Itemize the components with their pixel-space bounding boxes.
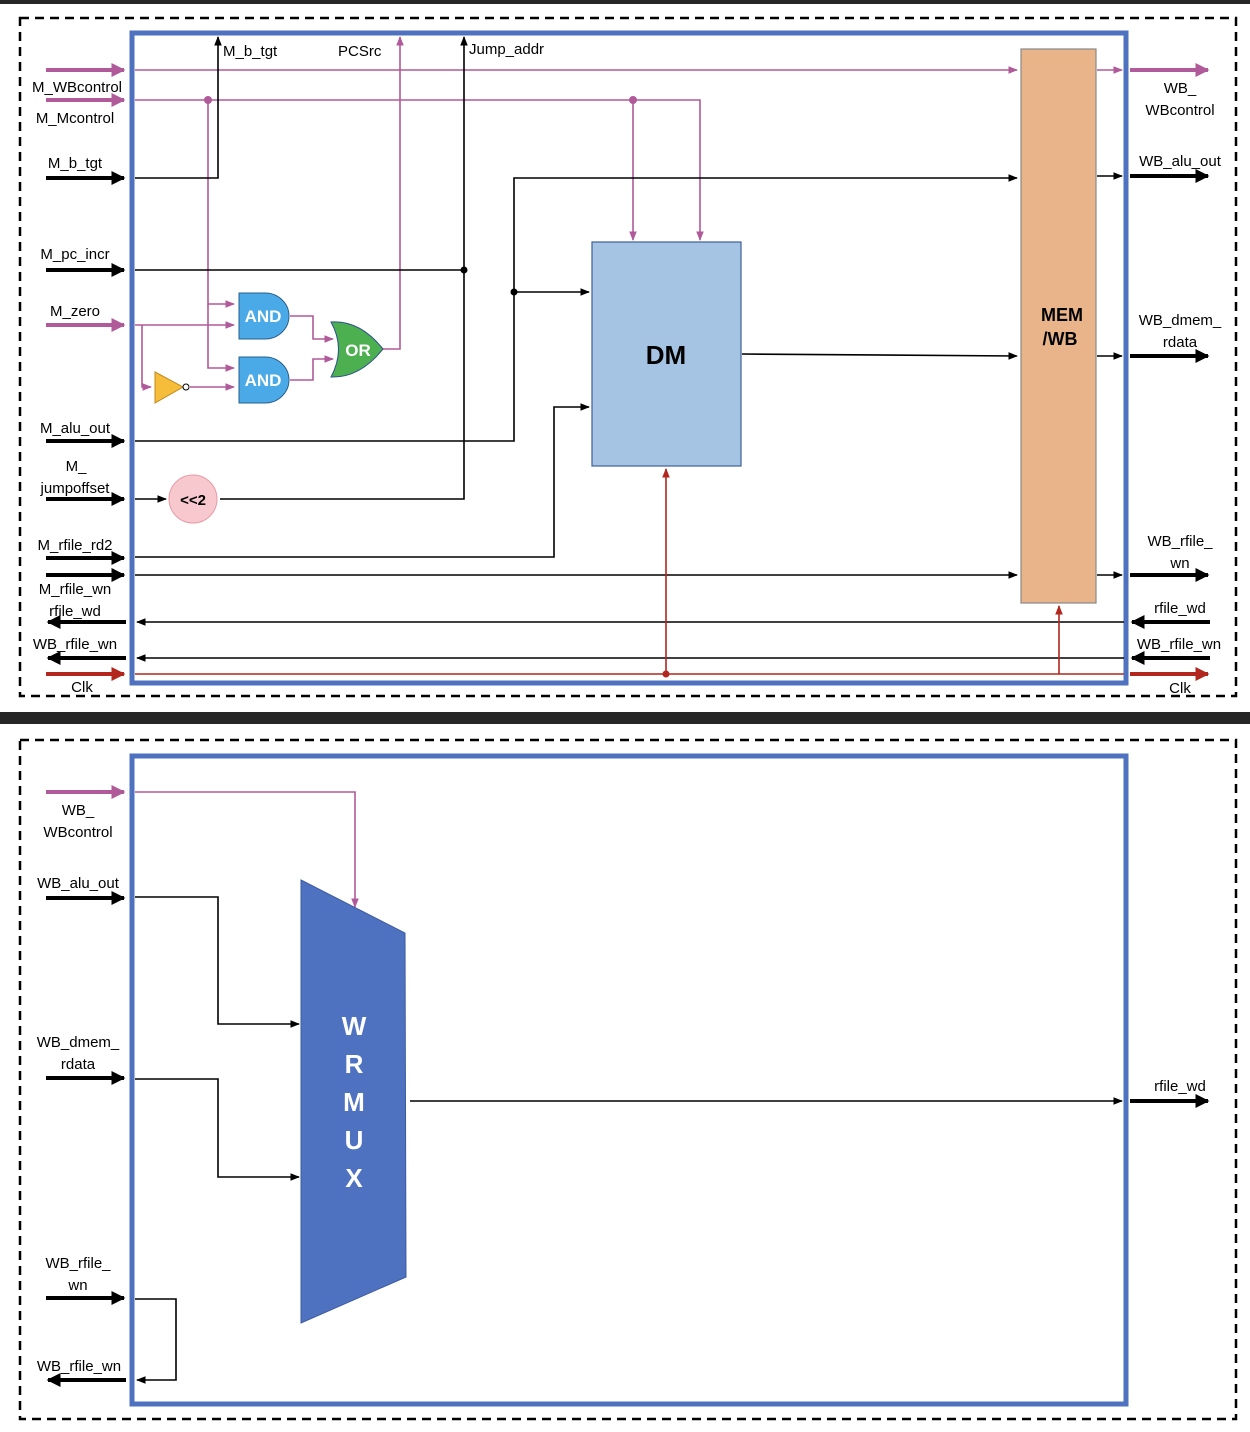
wire-mcontrol-to-and1 [207, 100, 235, 308]
wrmux-letter-u: U [345, 1125, 364, 1155]
label-wb-alu-out-in: WB_alu_out [37, 875, 120, 892]
label-wb-rfile-wn-left: WB_rfile_wn [33, 636, 117, 653]
label-wb-rfile-wn-out: WB_rfile_wn [37, 1358, 121, 1375]
label-m-mcontrol: M_Mcontrol [36, 110, 114, 127]
junction-dot [460, 266, 468, 274]
label-clk-left: Clk [71, 679, 93, 696]
wire-and1-to-or [290, 315, 334, 343]
left-port-arrows [46, 63, 126, 681]
wire-b-tgt-out [135, 36, 222, 179]
label-m-b-tgt: M_b_tgt [48, 155, 103, 172]
memwb-label-line1: MEM [1041, 305, 1083, 325]
label-m-rfile-wn: M_rfile_wn [39, 581, 112, 598]
label-wb-alu-out: WB_alu_out [1139, 153, 1222, 170]
shift-label: <<2 [180, 492, 206, 509]
label-wb-rfile-wn-line1: WB_rfile_ [1147, 533, 1213, 550]
label-wb-rfile-wn-right: WB_rfile_wn [1137, 636, 1221, 653]
wire-wbcontrol-to-mux-select [135, 791, 359, 908]
label-top-m-b-tgt: M_b_tgt [223, 43, 278, 60]
junction-dot [662, 670, 670, 678]
label-top-jump-addr: Jump_addr [469, 41, 544, 58]
junction-dot [629, 96, 637, 104]
wire-rfile-wn-loopback [135, 1298, 177, 1384]
wrmux-letter-x: X [345, 1163, 363, 1193]
wire-or-to-pcsrc [383, 36, 404, 350]
label-wb-rfile-wn-in-line2: wn [67, 1277, 87, 1294]
label-wb-wbcontrol-line1: WB_ [1164, 80, 1197, 97]
internal-wires [135, 36, 1124, 675]
label-wb-rfile-wn-in-line1: WB_rfile_ [45, 1255, 111, 1272]
memwb-label-line2: /WB [1043, 329, 1078, 349]
mem-stage-dashed-boundary [18, 16, 1238, 698]
label-rfile-wd-right: rfile_wd [1154, 600, 1206, 617]
dm-label: DM [646, 340, 686, 370]
wrmux: W R M U X [300, 879, 407, 1324]
shift-left-2: <<2 [168, 474, 218, 524]
label-rfile-wd-out: rfile_wd [1154, 1078, 1206, 1095]
label-m-jumpoffset-line1: M_ [66, 458, 87, 475]
wb-port-labels: WB_ WBcontrol WB_alu_out WB_dmem_ rdata … [37, 802, 1206, 1375]
wb-stage-frame [129, 753, 1129, 1407]
junction-dot [510, 288, 518, 296]
wire-alu-out-to-memwb [135, 174, 1018, 442]
label-m-rfile-rd2: M_rfile_rd2 [37, 537, 112, 554]
junction-dot [204, 96, 212, 104]
wrmux-letter-r: R [345, 1049, 364, 1079]
wrmux-letter-w: W [342, 1011, 367, 1041]
label-rfile-wd-left: rfile_wd [49, 603, 101, 620]
wb-stage-dashed-boundary [18, 738, 1238, 1421]
and-gate-2-label: AND [245, 371, 282, 390]
label-wb-dmem-rdata-in-line2: rdata [61, 1056, 96, 1073]
label-wb-wbcontrol-in-line2: WBcontrol [43, 824, 112, 841]
mem-wb-register: MEM /WB [1020, 48, 1097, 604]
and-gate-2: AND [238, 356, 290, 404]
label-wb-dmem-rdata-line1: WB_dmem_ [1139, 312, 1222, 329]
or-gate: OR [330, 321, 384, 378]
label-m-jumpoffset-line2: jumpoffset [40, 480, 111, 497]
wire-dm-rdata-to-memwb [741, 352, 1018, 360]
wire-mcontrol-to-and2 [207, 304, 235, 372]
wire-mcontrol-to-dm-b [135, 99, 704, 241]
label-wb-dmem-rdata-line2: rdata [1163, 334, 1198, 351]
wrmux-letter-m: M [343, 1087, 365, 1117]
label-wb-rfile-wn-line2: wn [1169, 555, 1189, 572]
label-wb-dmem-rdata-in-line1: WB_dmem_ [37, 1034, 120, 1051]
right-port-labels: WB_ WBcontrol WB_alu_out WB_dmem_ rdata … [1137, 80, 1222, 697]
wire-jump-addr [220, 36, 468, 500]
data-memory-block: DM [591, 241, 742, 467]
right-port-arrows [1130, 63, 1210, 681]
junctions [204, 96, 670, 678]
or-gate-label: OR [345, 341, 371, 360]
label-m-zero: M_zero [50, 303, 100, 320]
label-m-pc-incr: M_pc_incr [40, 246, 109, 263]
label-clk-right: Clk [1169, 680, 1191, 697]
wb-stage: W R M U X WB_ WBcontrol WB_alu_out WB_dm… [18, 738, 1238, 1421]
wire-rd2-to-dm-wdata [135, 403, 590, 558]
label-wb-wbcontrol-line2: WBcontrol [1145, 102, 1214, 119]
top-separator-bar [0, 0, 1250, 4]
wire-alu-out-to-mux [135, 896, 300, 1028]
not-gate [154, 371, 190, 404]
wire-zero-to-not [141, 325, 152, 391]
mem-stage-frame [129, 30, 1129, 686]
wire-dmem-rdata-to-mux [135, 1078, 300, 1181]
mem-stage: AND AND OR <<2 DM MEM /WB M_ [18, 16, 1238, 698]
wb-internal-wires [135, 791, 1123, 1384]
left-port-labels: M_WBcontrol M_Mcontrol M_b_tgt M_pc_incr… [32, 79, 122, 696]
and-gate-1-label: AND [245, 307, 282, 326]
label-m-wbcontrol: M_WBcontrol [32, 79, 122, 96]
label-top-pcsrc: PCSrc [338, 43, 382, 60]
middle-separator-bar [0, 712, 1250, 724]
label-m-alu-out: M_alu_out [40, 420, 111, 437]
and-gate-1: AND [238, 292, 290, 340]
label-wb-wbcontrol-in-line1: WB_ [62, 802, 95, 819]
wire-and2-to-or [290, 355, 334, 381]
